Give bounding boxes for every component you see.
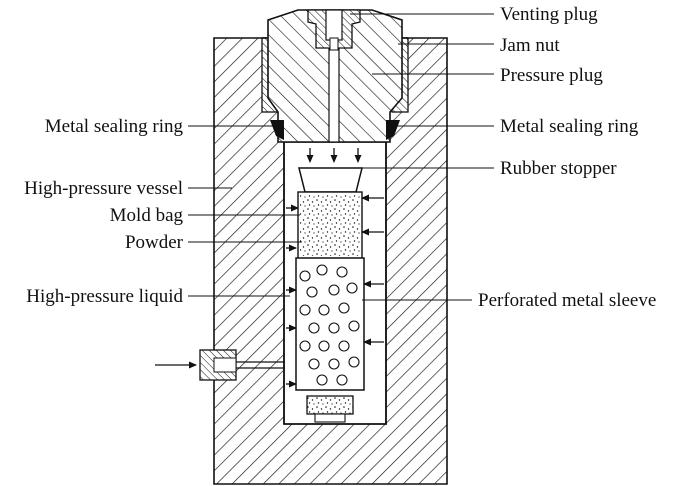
label-mold-bag: Mold bag [110,205,184,226]
label-venting-plug: Venting plug [500,4,598,25]
label-perforated-metal-sleeve: Perforated metal sleeve [478,290,656,311]
label-pressure-plug: Pressure plug [500,65,603,86]
powder [300,194,360,256]
label-high-pressure-liquid: High-pressure liquid [26,286,183,307]
liquid-pressure-arrows [286,194,384,388]
venting-plug [307,9,361,51]
perforated-metal-sleeve [295,257,365,391]
label-jam-nut: Jam nut [500,35,560,56]
liquid-inlet-fitting [155,349,285,381]
label-metal-sealing-ring-right: Metal sealing ring [500,116,639,137]
metal-sealing-ring-right [386,120,400,140]
bottom-plug [306,395,354,415]
leader-lines [188,13,494,301]
label-metal-sealing-ring-left: Metal sealing ring [45,116,184,137]
metal-sealing-ring-left [270,120,284,140]
label-rubber-stopper: Rubber stopper [500,158,617,179]
pressure-arrows-top [306,148,362,163]
label-powder: Powder [125,232,184,253]
label-high-pressure-vessel: High-pressure vessel [24,178,183,199]
rubber-stopper [298,167,363,193]
